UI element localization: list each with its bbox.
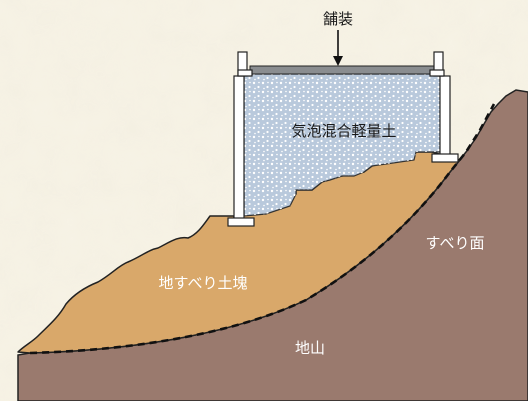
right-footing bbox=[431, 153, 459, 163]
slip-surface-label: すべり面 bbox=[426, 234, 485, 252]
bedrock-label: 地山 bbox=[295, 339, 325, 357]
foam-soil-dots bbox=[244, 74, 440, 216]
foam-soil-label: 気泡混合軽量土 bbox=[291, 122, 396, 140]
pavement-arrow-head bbox=[333, 56, 343, 66]
left-footing bbox=[227, 217, 255, 227]
pavement-label: 舗装 bbox=[323, 10, 353, 28]
slide-mass-label: 地すべり土塊 bbox=[159, 274, 248, 292]
left-wall bbox=[233, 75, 245, 221]
pavement-layer bbox=[249, 65, 435, 75]
slip-surface-line bbox=[29, 103, 496, 355]
right-wall-top-plate bbox=[429, 69, 445, 77]
right-wall bbox=[439, 75, 451, 159]
left-wall-top-plate bbox=[237, 69, 253, 77]
